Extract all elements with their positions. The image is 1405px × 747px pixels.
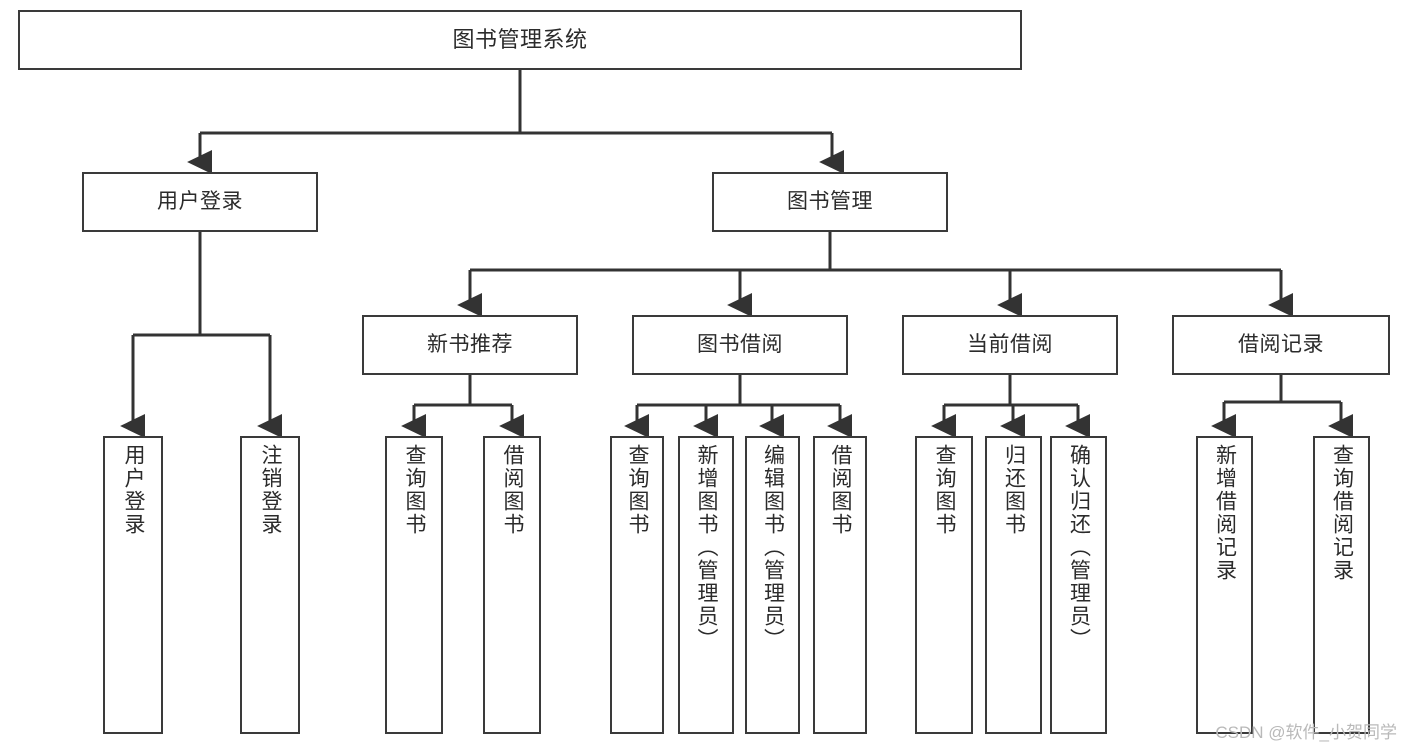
- node-label: 用户登录: [122, 444, 146, 536]
- node-label: 查询图书: [933, 444, 957, 536]
- leaf-return-book[interactable]: 归还图书: [985, 436, 1042, 734]
- leaf-add-book-admin[interactable]: 新增图书（管理员）: [678, 436, 734, 734]
- node-book-borrow[interactable]: 图书借阅: [632, 315, 848, 375]
- node-root[interactable]: 图书管理系统: [18, 10, 1022, 70]
- node-label: 借阅图书: [501, 444, 525, 536]
- node-label: 借阅记录: [1238, 332, 1324, 356]
- leaf-query-book-new[interactable]: 查询图书: [385, 436, 443, 734]
- node-label: 新增图书（管理员）: [695, 444, 719, 651]
- node-user-login[interactable]: 用户登录: [82, 172, 318, 232]
- node-label: 编辑图书（管理员）: [761, 444, 785, 651]
- node-label: 新书推荐: [427, 332, 513, 356]
- node-current-borrow[interactable]: 当前借阅: [902, 315, 1118, 375]
- node-label: 图书管理: [787, 189, 873, 213]
- node-label: 查询图书: [403, 444, 427, 536]
- leaf-user-login[interactable]: 用户登录: [103, 436, 163, 734]
- leaf-borrow-book-new[interactable]: 借阅图书: [483, 436, 541, 734]
- node-label: 新增借阅记录: [1213, 444, 1237, 582]
- node-label: 查询借阅记录: [1330, 444, 1354, 582]
- node-label: 归还图书: [1002, 444, 1026, 536]
- leaf-query-book-borrow[interactable]: 查询图书: [610, 436, 664, 734]
- watermark-text: CSDN @软件_小贺同学: [1215, 723, 1397, 742]
- node-label: 查询图书: [626, 444, 650, 536]
- node-label: 确认归还（管理员）: [1067, 444, 1091, 651]
- node-label: 注销登录: [259, 444, 283, 536]
- leaf-logout[interactable]: 注销登录: [240, 436, 300, 734]
- node-label: 当前借阅: [967, 332, 1053, 356]
- leaf-query-borrow-record[interactable]: 查询借阅记录: [1313, 436, 1370, 734]
- leaf-edit-book-admin[interactable]: 编辑图书（管理员）: [745, 436, 800, 734]
- leaf-query-book-current[interactable]: 查询图书: [915, 436, 973, 734]
- node-label: 图书借阅: [697, 332, 783, 356]
- leaf-confirm-return-admin[interactable]: 确认归还（管理员）: [1050, 436, 1107, 734]
- node-label: 用户登录: [157, 189, 243, 213]
- node-book-management[interactable]: 图书管理: [712, 172, 948, 232]
- leaf-add-borrow-record[interactable]: 新增借阅记录: [1196, 436, 1253, 734]
- node-label: 借阅图书: [829, 444, 853, 536]
- node-borrow-record[interactable]: 借阅记录: [1172, 315, 1390, 375]
- leaf-borrow-book[interactable]: 借阅图书: [813, 436, 867, 734]
- node-new-book-recommend[interactable]: 新书推荐: [362, 315, 578, 375]
- node-label: 图书管理系统: [452, 27, 588, 53]
